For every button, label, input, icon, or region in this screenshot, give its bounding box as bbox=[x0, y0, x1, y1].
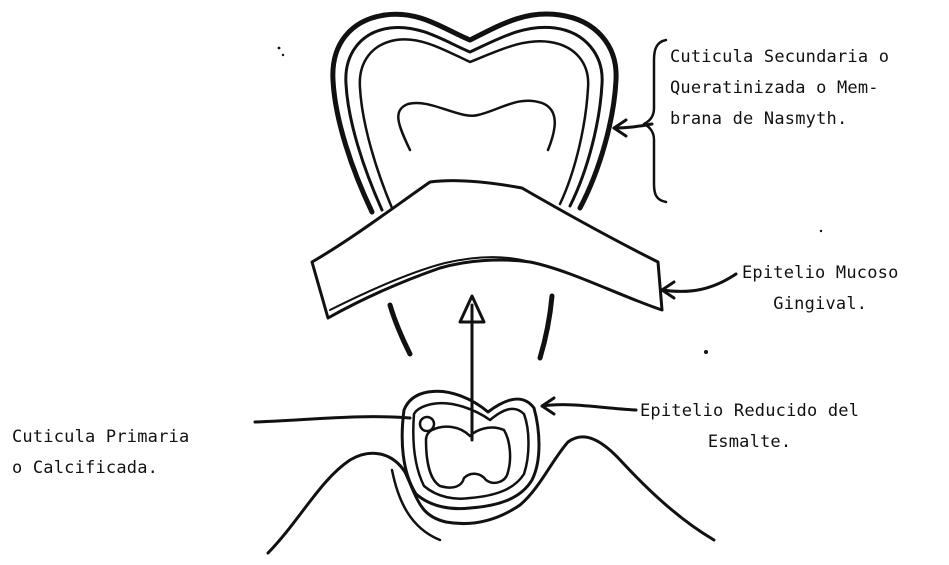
upper-gum-line bbox=[255, 417, 410, 422]
left-socket-line bbox=[390, 305, 410, 354]
tooth-germ bbox=[402, 391, 539, 508]
reduced-epithelium-leader bbox=[542, 405, 636, 410]
developing-crown bbox=[426, 427, 510, 488]
eruption-arrow bbox=[460, 296, 484, 440]
right-socket-line bbox=[540, 296, 552, 358]
label-gingival-epithelium-line-1: Epitelio Mucoso bbox=[742, 258, 899, 289]
label-primary-cuticle-line-1: Cuticula Primaria bbox=[12, 422, 189, 453]
secondary-cuticle-brace bbox=[644, 40, 666, 202]
label-reduced-enamel-epithelium-line-2: Esmalte. bbox=[640, 427, 859, 458]
label-reduced-enamel-epithelium: Epitelio Reducido del Esmalte. bbox=[640, 396, 859, 458]
label-secondary-cuticle-line-3: brana de Nasmyth. bbox=[670, 104, 889, 135]
primary-cuticle-marker bbox=[420, 417, 434, 431]
label-primary-cuticle: Cuticula Primaria o Calcificada. bbox=[12, 422, 189, 484]
label-secondary-cuticle: Cuticula Secundaria o Queratinizada o Me… bbox=[670, 42, 889, 135]
label-secondary-cuticle-line-1: Cuticula Secundaria o bbox=[670, 42, 889, 73]
label-secondary-cuticle-line-2: Queratinizada o Mem- bbox=[670, 73, 889, 104]
label-reduced-enamel-epithelium-line-1: Epitelio Reducido del bbox=[640, 396, 859, 427]
dentin-outline bbox=[398, 101, 554, 150]
label-gingival-epithelium: Epitelio Mucoso Gingival. bbox=[742, 258, 899, 320]
label-primary-cuticle-line-2: o Calcificada. bbox=[12, 453, 189, 484]
label-gingival-epithelium-line-2: Gingival. bbox=[742, 289, 899, 320]
